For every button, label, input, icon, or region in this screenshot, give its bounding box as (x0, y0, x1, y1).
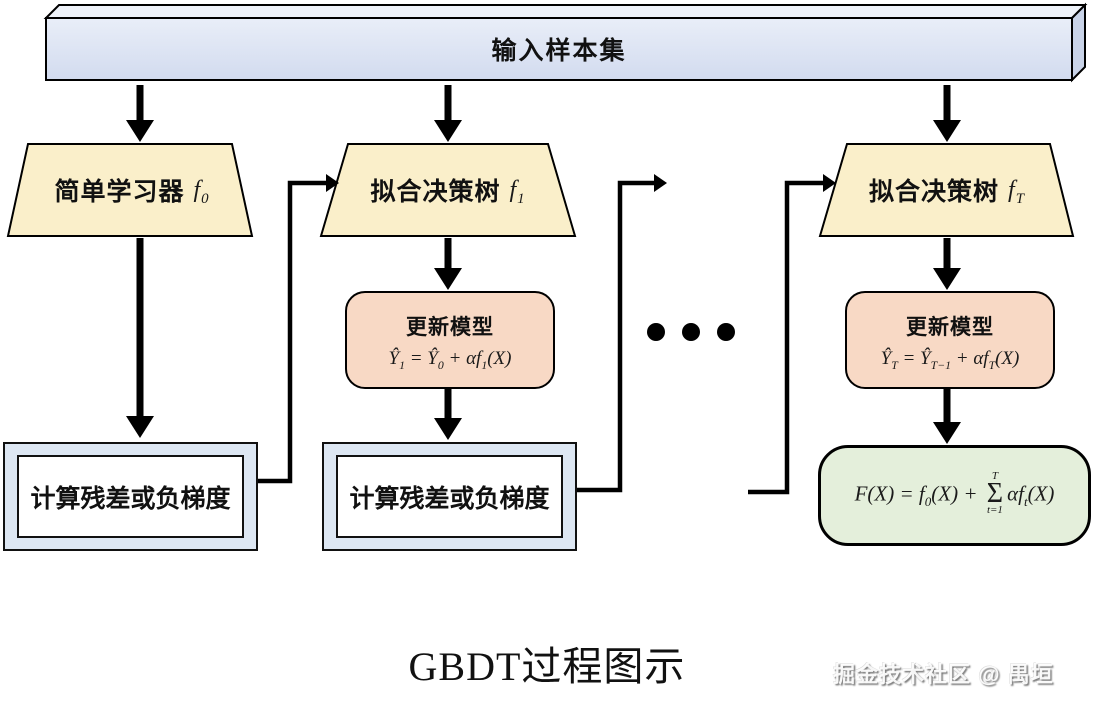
formula-part: = Ŷ (404, 347, 438, 369)
arrow-update2-to-final (933, 387, 961, 444)
formula-part: Ŷ (880, 347, 892, 369)
residual-box-1-inner: 计算残差或负梯度 (17, 455, 244, 538)
input-box-top-face (43, 4, 1088, 19)
residual-box-2-label: 计算残差或负梯度 (349, 484, 550, 513)
learner-trapezoid-1 (6, 143, 254, 237)
formula-part: Ŷ (388, 347, 400, 369)
ellipsis-dot (682, 323, 700, 341)
learner-2-var-letter: f (509, 176, 518, 203)
arrow-learner2-to-update1 (434, 238, 462, 290)
learner-2-label: 拟合决策树 f1 (322, 161, 574, 219)
formula-sub: 1 (399, 358, 405, 372)
arrow-input-to-learner3 (933, 85, 961, 142)
feedback-connectors (254, 174, 836, 495)
residual-box-1: 计算残差或负梯度 (3, 442, 258, 551)
formula-part: = Ŷ (897, 347, 931, 369)
learner-1-var-letter: f (193, 176, 202, 203)
flow-arrows (126, 85, 961, 444)
formula-part: + αf (443, 347, 482, 369)
sigma-icon: Σ (986, 477, 1004, 509)
learner-3-text: 拟合决策树 (869, 178, 1000, 206)
learner-1-var: f0 (193, 176, 210, 207)
learner-2-text: 拟合决策树 (370, 178, 501, 206)
formula-sub: 0 (924, 493, 932, 509)
learner-1-text: 简单学习器 (54, 178, 185, 206)
connector-residual2-to-ellipsis (573, 174, 667, 493)
update-box-1-title: 更新模型 (406, 315, 494, 339)
ellipsis-dot (717, 323, 735, 341)
learner-3-var-letter: f (1008, 176, 1016, 203)
formula-sub: T (891, 358, 898, 372)
learner-3-label: 拟合决策树 fT (821, 161, 1073, 219)
residual-box-2-inner: 计算残差或负梯度 (336, 455, 563, 538)
update-box-2-formula: ŶT = ŶT−1 + αfT(X) (880, 347, 1020, 372)
watermark: 掘金技术社区 @ 禺垣 (833, 662, 1054, 687)
summation-lower-limit: t=1 (986, 504, 1003, 517)
arrow-input-to-learner1 (126, 85, 154, 142)
formula-part: (X) + (931, 481, 983, 506)
input-box-side-face (1071, 2, 1086, 83)
formula-part: (X) (1027, 481, 1055, 506)
arrow-input-to-learner2 (434, 85, 462, 142)
update-box-2: 更新模型 ŶT = ŶT−1 + αfT(X) (845, 291, 1055, 389)
arrow-learner3-to-update2 (933, 238, 961, 290)
formula-part: (X) (487, 347, 512, 369)
update-box-2-title: 更新模型 (906, 315, 994, 339)
learner-trapezoid-2 (319, 143, 577, 237)
summation-upper-limit: T (991, 469, 998, 482)
learner-2-var: f1 (509, 176, 526, 207)
learner-3-var-sub: T (1015, 190, 1025, 207)
connector-residual1-to-learner2 (254, 174, 339, 484)
learner-trapezoid-3 (818, 143, 1075, 237)
update-box-1-formula: Ŷ1 = Ŷ0 + αf1(X) (388, 347, 512, 372)
formula-sub: T−1 (930, 358, 951, 372)
learner-1-var-sub: 0 (201, 190, 210, 207)
formula-part: F(X) = f (854, 481, 925, 506)
learner-2-var-sub: 1 (517, 190, 526, 207)
connector-ellipsis-to-learner3 (748, 174, 836, 495)
ellipsis-dot (647, 323, 665, 341)
formula-part: (X) (995, 347, 1020, 369)
diagram-title: GBDT过程图示 (408, 644, 686, 689)
input-box-3d (43, 2, 1088, 83)
ellipsis-dots (647, 323, 735, 341)
residual-box-2: 计算残差或负梯度 (322, 442, 577, 551)
formula-part: + αf (951, 347, 989, 369)
learner-3-var: fT (1008, 176, 1025, 207)
formula-sub: t (1023, 493, 1028, 509)
residual-box-1-label: 计算残差或负梯度 (30, 484, 231, 513)
formula-sub: T (988, 358, 996, 372)
formula-sub: 0 (437, 358, 444, 372)
input-box-label: 输入样本集 (491, 37, 627, 65)
arrow-update1-to-residual2 (434, 387, 462, 440)
formula-part: αf (1007, 481, 1024, 506)
arrow-learner1-to-residual1 (126, 238, 154, 438)
learner-1-label: 简单学习器 f0 (10, 161, 254, 219)
formula-sub: 1 (481, 358, 488, 372)
update-box-1: 更新模型 Ŷ1 = Ŷ0 + αf1(X) (345, 291, 555, 389)
input-box-front-face (45, 17, 1073, 81)
